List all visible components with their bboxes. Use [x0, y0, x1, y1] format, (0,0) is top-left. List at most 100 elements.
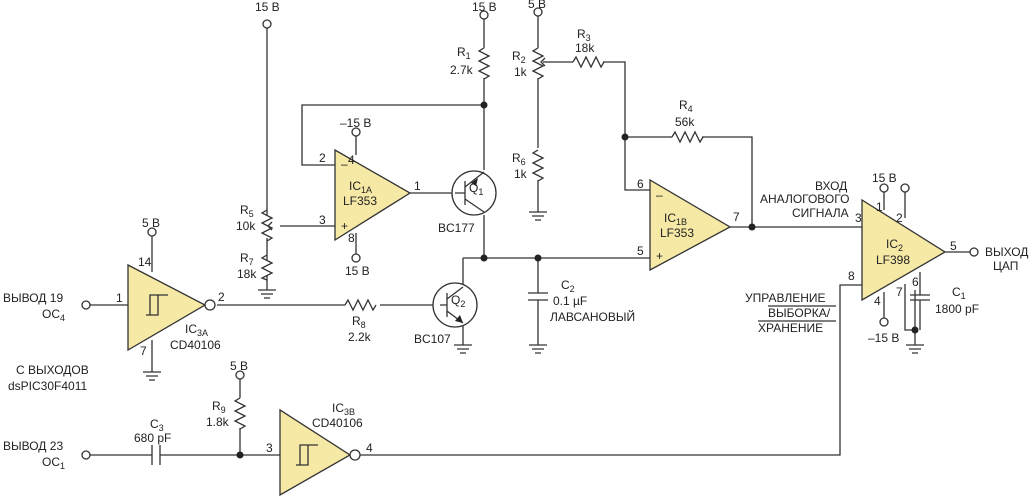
svg-text:–15 В: –15 В — [868, 331, 899, 345]
ic2-sample-hold — [861, 198, 947, 302]
svg-text:5: 5 — [950, 239, 957, 253]
svg-text:C1: C1 — [952, 285, 966, 301]
ic-labels: IC1A LF353 IC1B LF353 IC2 LF398 IC3A CD4… — [170, 179, 910, 430]
svg-text:OC1: OC1 — [42, 455, 65, 471]
svg-text:ЛАВСАНОВЫЙ: ЛАВСАНОВЫЙ — [550, 309, 635, 324]
svg-text:2: 2 — [218, 290, 225, 304]
svg-text:R1: R1 — [457, 45, 471, 61]
svg-text:dsPIC30F4011: dsPIC30F4011 — [8, 379, 87, 393]
svg-text:10k: 10k — [236, 219, 256, 233]
io-labels: ВЫВОД 19 OC4 С ВЫХОДОВ dsPIC30F4011 ВЫВО… — [3, 179, 1028, 471]
svg-text:АНАЛОГОВОГО: АНАЛОГОВОГО — [760, 192, 849, 206]
svg-text:OC4: OC4 — [42, 307, 65, 323]
svg-text:R3: R3 — [577, 27, 591, 43]
svg-text:56k: 56k — [675, 115, 695, 129]
transistor-q1 — [451, 170, 497, 216]
svg-text:СИГНАЛА: СИГНАЛА — [792, 206, 849, 220]
oc4-input-terminal — [81, 300, 91, 310]
resistor-labels: R1 2.7k R2 1k R3 18k R4 56k R5 10k R6 1k… — [206, 27, 695, 429]
junctions — [236, 101, 919, 459]
svg-text:C2: C2 — [561, 278, 575, 294]
ic3b-schmitt-inverter — [279, 408, 361, 497]
svg-text:6: 6 — [637, 177, 644, 191]
svg-text:R5: R5 — [240, 203, 254, 219]
resistor-r3 — [572, 55, 605, 69]
ground-icon — [143, 371, 161, 381]
svg-text:R9: R9 — [212, 399, 226, 415]
svg-text:680 pF: 680 pF — [134, 431, 171, 445]
supply-terminals — [81, 7, 979, 460]
svg-text:ВЫВОД 23: ВЫВОД 23 — [3, 439, 63, 453]
opamp-signs: – + – + — [341, 157, 663, 263]
svg-text:8: 8 — [348, 231, 355, 245]
svg-text:1: 1 — [116, 291, 123, 305]
svg-text:–: – — [341, 157, 348, 171]
svg-text:2: 2 — [896, 211, 903, 225]
svg-text:LF398: LF398 — [876, 253, 910, 267]
ic1b-opamp — [649, 178, 732, 272]
capacitor-c1 — [910, 294, 930, 301]
svg-text:IC3A: IC3A — [185, 322, 208, 338]
resistor-r1 — [477, 47, 491, 80]
svg-text:15 В: 15 В — [872, 171, 897, 185]
svg-text:IC1B: IC1B — [664, 211, 687, 227]
svg-text:1k: 1k — [514, 167, 528, 181]
svg-text:Q2: Q2 — [451, 293, 465, 309]
svg-text:1.8k: 1.8k — [206, 415, 230, 429]
svg-text:6: 6 — [912, 275, 919, 289]
svg-text:4: 4 — [366, 441, 373, 455]
svg-text:8: 8 — [848, 269, 855, 283]
svg-text:1k: 1k — [514, 65, 528, 79]
svg-text:2: 2 — [319, 151, 326, 165]
svg-text:18k: 18k — [237, 267, 257, 281]
svg-text:3: 3 — [266, 441, 273, 455]
resistor-r9 — [233, 397, 247, 430]
dac-output-terminal — [969, 247, 979, 257]
svg-text:LF353: LF353 — [343, 194, 377, 208]
ground-icon — [258, 289, 276, 299]
svg-text:7: 7 — [896, 285, 903, 299]
svg-text:IC3B: IC3B — [332, 401, 355, 417]
svg-text:7: 7 — [140, 344, 147, 358]
svg-text:4: 4 — [874, 294, 881, 308]
svg-text:4: 4 — [348, 153, 355, 167]
resistors — [233, 47, 704, 430]
svg-text:ХРАНЕНИЕ: ХРАНЕНИЕ — [758, 321, 823, 335]
svg-text:LF353: LF353 — [660, 226, 694, 240]
resistor-r4 — [671, 130, 704, 144]
svg-text:CD40106: CD40106 — [312, 416, 363, 430]
svg-text:ЦАП: ЦАП — [993, 259, 1018, 273]
capacitor-labels: C1 1800 pF C2 0.1 µF ЛАВСАНОВЫЙ C3 680 p… — [134, 278, 979, 445]
svg-text:+: + — [656, 249, 663, 263]
svg-text:15 В: 15 В — [472, 0, 497, 14]
capacitor-c2 — [528, 292, 548, 301]
supply-labels: 15 В 15 В 5 В 5 В –15 В 15 В 5 В 15 В –1… — [142, 0, 899, 373]
svg-text:14: 14 — [138, 255, 152, 269]
svg-text:15 В: 15 В — [345, 264, 370, 278]
resistor-r6 — [531, 149, 545, 182]
svg-text:18k: 18k — [575, 41, 595, 55]
pin-numbers: 2 3 4 8 1 6 5 7 3 1 2 8 4 7 6 5 1 2 14 7… — [116, 151, 957, 455]
ground-icon — [529, 211, 547, 221]
svg-text:BC107: BC107 — [414, 332, 451, 346]
svg-text:15 В: 15 В — [255, 0, 280, 14]
capacitors — [151, 292, 930, 465]
svg-text:R2: R2 — [512, 49, 526, 65]
resistor-r5 — [260, 209, 274, 242]
svg-text:IC2: IC2 — [886, 237, 903, 253]
svg-text:1: 1 — [414, 179, 421, 193]
svg-text:1: 1 — [876, 200, 883, 214]
wires — [90, 12, 970, 456]
svg-text:–: – — [656, 188, 663, 202]
resistor-r7 — [260, 254, 274, 281]
resistor-r8 — [344, 298, 377, 312]
ground-icon — [529, 344, 547, 354]
transistor-labels: Q1 BC177 Q2 BC107 — [414, 181, 483, 346]
ic3a-schmitt-inverter — [127, 263, 216, 352]
ground-icon — [906, 344, 924, 354]
oc1-input-terminal — [81, 450, 91, 460]
grounds — [143, 211, 924, 381]
svg-text:R8: R8 — [352, 314, 366, 330]
svg-text:2.7k: 2.7k — [450, 63, 474, 77]
ground-icon — [454, 344, 472, 354]
